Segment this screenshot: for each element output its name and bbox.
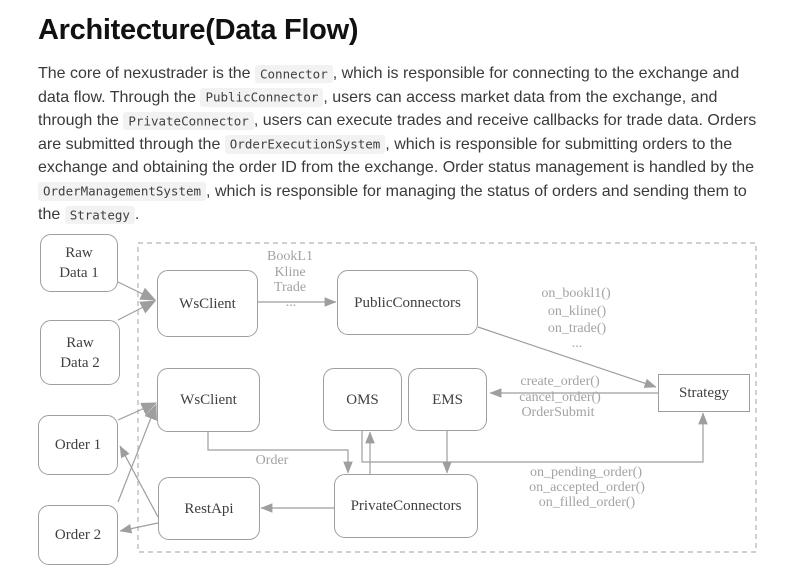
inline-code: Strategy [64,205,135,224]
paragraph-text: . [134,206,140,223]
node-restapi: RestApi [158,477,260,540]
node-raw-data-2: Raw Data 2 [40,320,120,385]
label-on-filled-order: on_filled_order() [538,495,636,510]
inline-code: PrivateConnector [123,111,254,130]
inline-code: PublicConnector [200,88,324,107]
label-on-bookl1: on_bookl1() [541,286,611,301]
label-on-pending-order: on_pending_order() [530,465,642,480]
intro-paragraph: The core of nexustrader is the Connector… [38,62,766,227]
inline-code: Connector [255,64,333,83]
label-cancel-order: cancel_order() [519,390,601,405]
label-on-kline: on_kline() [547,304,607,319]
node-wsclient-2: WsClient [157,368,260,432]
edge-order1-to-wsclient2 [117,402,158,421]
edge-restapi-to-order1 [119,445,159,518]
paragraph-text: , which is responsible for managing the … [38,182,747,224]
diagram-dashed-border [137,242,757,553]
architecture-diagram: Raw Data 1 Raw Data 2 WsClient PublicConnec… [0,230,800,582]
diagram-canvas [117,242,757,553]
edge-order2-to-wsclient2 [117,403,157,503]
edge-restapi-to-order2 [119,522,159,534]
edge-publicconnectors-to-strategy [477,326,657,388]
label-kline: Kline [274,265,306,280]
paragraph-text: , which is responsible for submitting or… [38,135,754,177]
label-dots-callbacks: ... [571,336,583,351]
node-order-2: Order 2 [38,505,118,565]
label-dots-top: ... [285,295,297,310]
edge-rawdata1-to-wsclient1 [117,281,157,301]
paragraph-text: The core of nexustrader is the [38,65,255,82]
page-title: Architecture(Data Flow) [38,14,359,46]
paragraph-text: , users can access market data from the … [38,88,718,130]
paragraph-text: , users can execute trades and receive c… [38,112,757,153]
label-create-order: create_order() [520,374,600,389]
edge-rawdata2-to-wsclient1 [117,300,157,321]
label-on-accepted-order: on_accepted_order() [529,480,645,495]
label-on-trade: on_trade() [547,321,607,336]
node-order-1: Order 1 [38,415,118,475]
edge-wsclient2-to-privateconnectors [207,432,353,474]
node-ems: EMS [408,368,487,431]
label-trade: Trade [273,280,307,295]
node-oms: OMS [323,368,402,431]
label-order: Order [255,453,289,468]
node-public-connectors: PublicConnectors [337,270,478,335]
node-raw-data-1: Raw Data 1 [40,234,118,292]
edge-oms-to-strategy [361,412,708,463]
node-wsclient-1: WsClient [157,270,258,337]
inline-code: OrderManagementSystem [38,182,207,201]
label-order-submit: OrderSubmit [521,405,595,420]
content-area: Architecture(Data Flow) The core of nexu… [0,0,800,227]
paragraph-text: , which is responsible for connecting to… [38,65,740,106]
label-bookl1: BookL1 [267,249,313,264]
node-strategy: Strategy [658,374,750,412]
inline-code: OrderExecutionSystem [224,135,386,154]
node-private-connectors: PrivateConnectors [334,474,478,538]
